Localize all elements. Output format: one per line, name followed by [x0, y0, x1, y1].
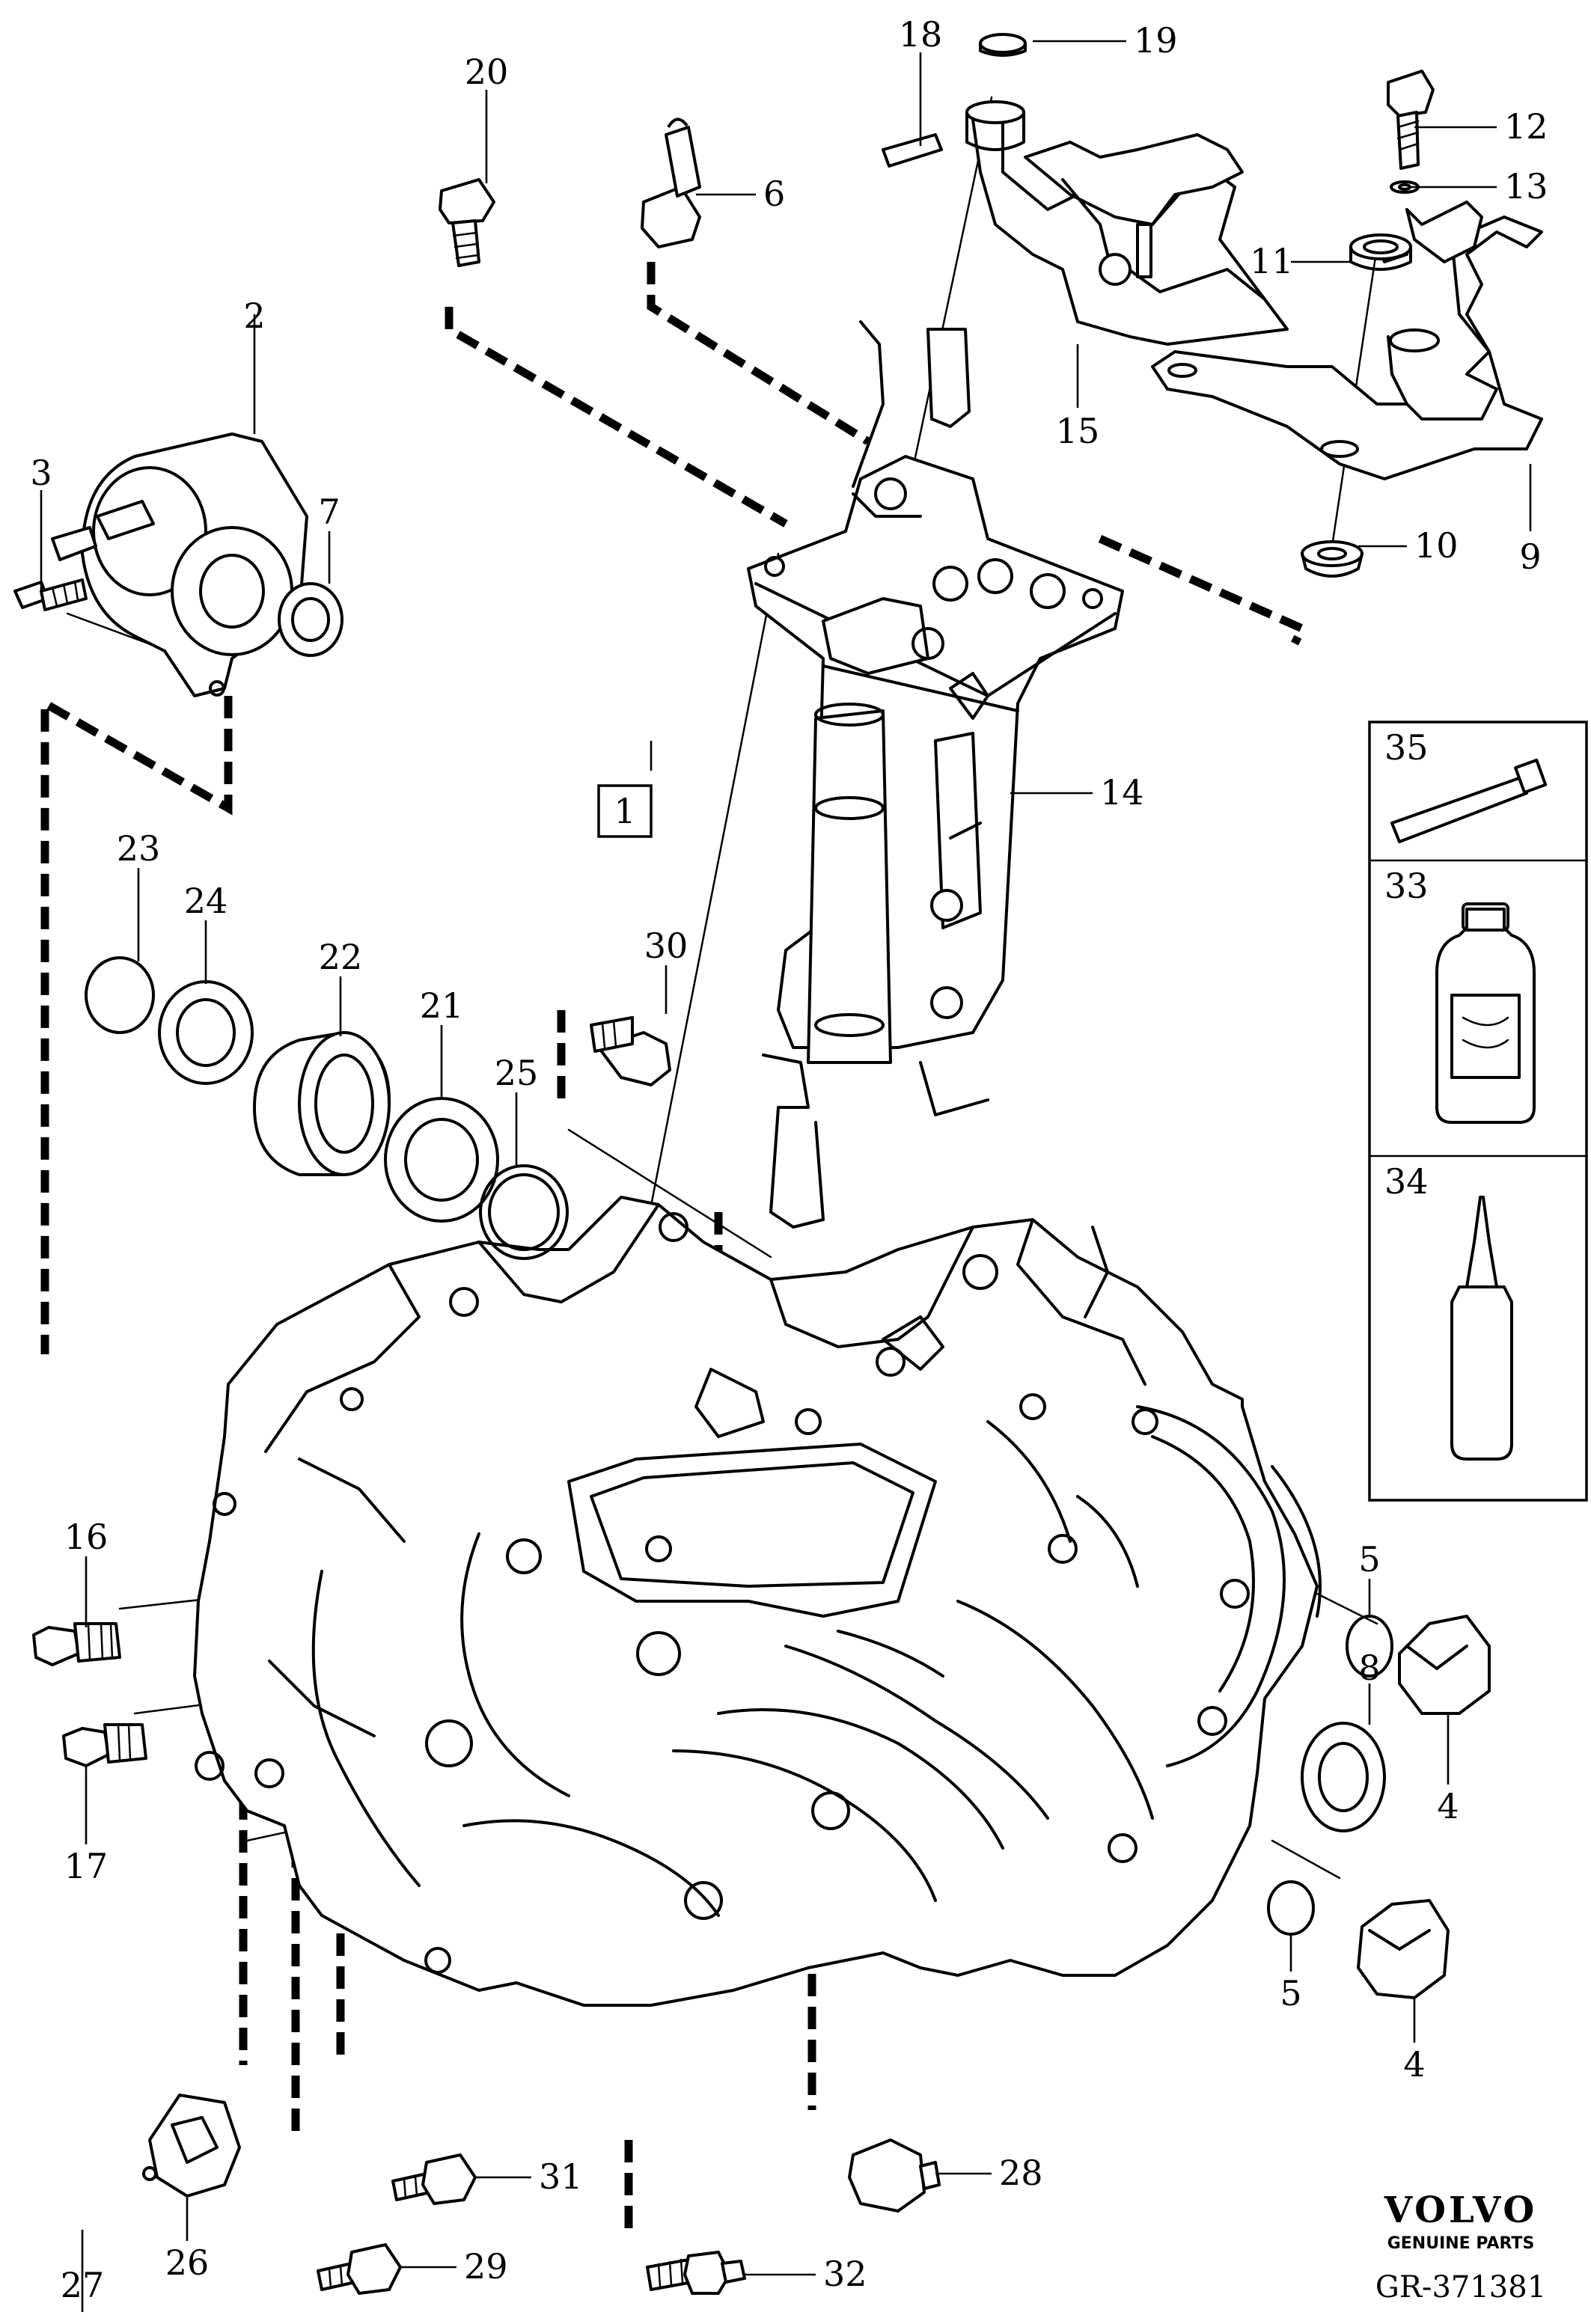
callout-11: 11: [1250, 241, 1294, 281]
callout-1: 1: [614, 791, 635, 831]
callout-28: 28: [999, 2153, 1043, 2193]
oil-bottle-icon: [1435, 908, 1536, 1124]
bolts-upper: [439, 117, 701, 1086]
callout-3: 3: [30, 453, 52, 493]
callout-29: 29: [464, 2246, 508, 2287]
callout-22: 22: [319, 937, 363, 977]
grease-tube-cap: [1514, 758, 1548, 795]
sensors-left: [32, 1622, 147, 1767]
bracket-hardware: [1301, 70, 1435, 578]
callout-5-lower: 5: [1280, 1973, 1301, 2013]
callout-numbers: 1 2 3 4 4 5 5 6 7 8 9 10 11 12 13 14 15 …: [30, 14, 1548, 2305]
callout-5-upper: 5: [1358, 1539, 1380, 1580]
callout-34: 34: [1384, 1161, 1429, 1202]
callout-4-lower: 4: [1403, 2044, 1425, 2085]
brand-logo: VOLVO: [1384, 2189, 1537, 2231]
callout-24: 24: [184, 881, 228, 921]
leader-lines: [40, 40, 1532, 2312]
shift-cable-bracket: [1151, 201, 1543, 480]
bottom-hardware: [142, 2094, 941, 2295]
callout-16: 16: [64, 1517, 109, 1557]
callout-25: 25: [495, 1053, 539, 1093]
callout-8: 8: [1358, 1648, 1380, 1688]
callout-1-box: [597, 784, 653, 838]
gearbox-housing: [193, 1196, 1322, 2007]
callout-30: 30: [644, 926, 688, 966]
callout-27: 27: [61, 2265, 105, 2305]
drain-plugs: [1267, 1615, 1491, 1999]
callout-17: 17: [64, 1846, 109, 1886]
callout-33: 33: [1384, 866, 1429, 906]
callout-20: 20: [465, 52, 509, 92]
callout-9: 9: [1519, 536, 1541, 577]
callout-6: 6: [763, 174, 785, 214]
callout-14: 14: [1100, 772, 1144, 813]
callout-15: 15: [1056, 411, 1100, 451]
callout-31: 31: [539, 2156, 583, 2197]
callout-2: 2: [243, 296, 265, 336]
callout-26: 26: [165, 2242, 210, 2283]
callout-23: 23: [117, 828, 161, 869]
drawing-reference: GR-371381: [1375, 2270, 1546, 2305]
input-shaft-seals: [85, 956, 569, 1260]
gear-selector-housing: [747, 320, 1124, 1229]
callout-12: 12: [1504, 106, 1548, 147]
callout-4-upper: 4: [1437, 1786, 1459, 1826]
callout-32: 32: [823, 2254, 867, 2294]
callout-19: 19: [1134, 20, 1178, 61]
callout-21: 21: [420, 985, 464, 1026]
shift-lever-assembly: [882, 33, 1289, 346]
callout-10: 10: [1414, 525, 1459, 566]
brand-tagline: GENUINE PARTS: [1387, 2234, 1535, 2253]
brand-block: VOLVO GENUINE PARTS GR-371381: [1375, 2189, 1546, 2305]
sealant-bottle-icon: [1450, 1285, 1513, 1461]
callout-35: 35: [1384, 727, 1429, 768]
accessory-kit-panel: [1368, 721, 1588, 1502]
callout-13: 13: [1504, 166, 1548, 207]
release-bearing-assembly: [13, 432, 343, 697]
callout-18: 18: [899, 14, 943, 55]
callout-7: 7: [318, 492, 340, 532]
